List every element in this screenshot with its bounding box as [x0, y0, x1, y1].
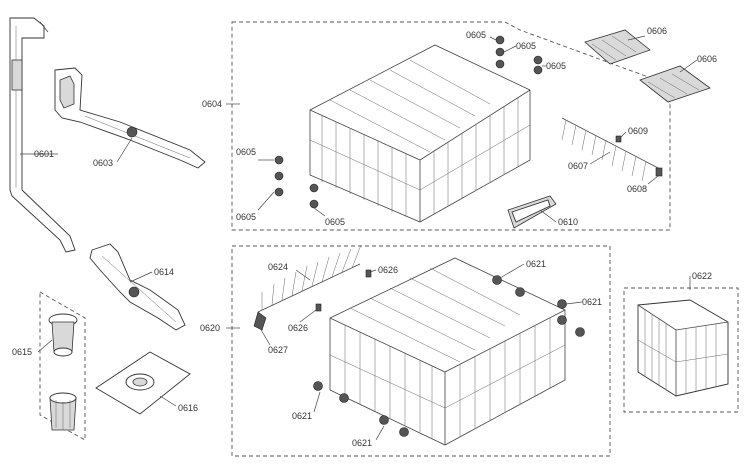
label-0606-a: 0606 — [647, 26, 667, 36]
label-0626-upper: 0626 — [378, 265, 398, 275]
label-0620: 0620 — [200, 323, 220, 333]
part-labels: 0601 0603 0604 0605 0605 0605 0605 0605 … — [12, 26, 717, 448]
label-0608: 0608 — [627, 184, 647, 194]
lower-spray-arm-0614 — [89, 243, 186, 331]
clip-0626-upper — [365, 269, 372, 278]
label-0621-bottom-left: 0621 — [292, 411, 312, 421]
label-0615: 0615 — [12, 347, 32, 357]
clip-0609 — [615, 135, 622, 143]
label-0614: 0614 — [154, 267, 174, 277]
supply-tube-0601 — [9, 17, 76, 253]
filter-group-boundary — [39, 291, 86, 441]
silverware-basket-0622 — [637, 299, 729, 397]
clip-0627 — [253, 311, 267, 331]
label-0601: 0601 — [34, 149, 54, 159]
label-0606-b: 0606 — [697, 54, 717, 64]
label-0621-bottom: 0621 — [352, 438, 372, 448]
label-0603: 0603 — [93, 158, 113, 168]
rack-handle-0610 — [507, 195, 557, 229]
basket-group-boundary — [623, 287, 739, 413]
clip-0608 — [655, 167, 663, 177]
upper-rack-0604 — [309, 44, 531, 223]
tine-row-0624 — [257, 244, 362, 313]
label-0626-lower: 0626 — [288, 323, 308, 333]
label-0621-right: 0621 — [582, 297, 602, 307]
label-0605-bottom: 0605 — [325, 217, 345, 227]
label-0605-left-a: 0605 — [236, 147, 256, 157]
sump-plate-0616 — [95, 351, 191, 415]
lower-rack-group-boundary — [231, 245, 611, 457]
label-0605-top-left: 0605 — [466, 30, 486, 40]
label-0624: 0624 — [268, 262, 288, 272]
label-0621-top: 0621 — [526, 259, 546, 269]
label-0605-left-b: 0605 — [236, 212, 256, 222]
filter-0615 — [48, 313, 78, 431]
label-0605-top-right-a: 0605 — [516, 41, 536, 51]
upper-rack-wheels-0605 — [274, 35, 543, 209]
label-0627: 0627 — [268, 345, 288, 355]
cup-shelves-0606 — [584, 29, 711, 103]
clip-0626-lower — [315, 303, 322, 312]
label-0605-top-right-b: 0605 — [546, 61, 566, 71]
label-0622: 0622 — [692, 271, 712, 281]
leader-lines — [20, 35, 698, 441]
label-0604: 0604 — [202, 99, 222, 109]
label-0609: 0609 — [628, 126, 648, 136]
label-0616: 0616 — [178, 403, 198, 413]
label-0610: 0610 — [558, 217, 578, 227]
lower-rack-0620 — [329, 257, 566, 446]
label-0607: 0607 — [568, 161, 588, 171]
upper-spray-arm-0603 — [54, 67, 206, 169]
lower-rack-wheels-0621 — [313, 275, 585, 437]
